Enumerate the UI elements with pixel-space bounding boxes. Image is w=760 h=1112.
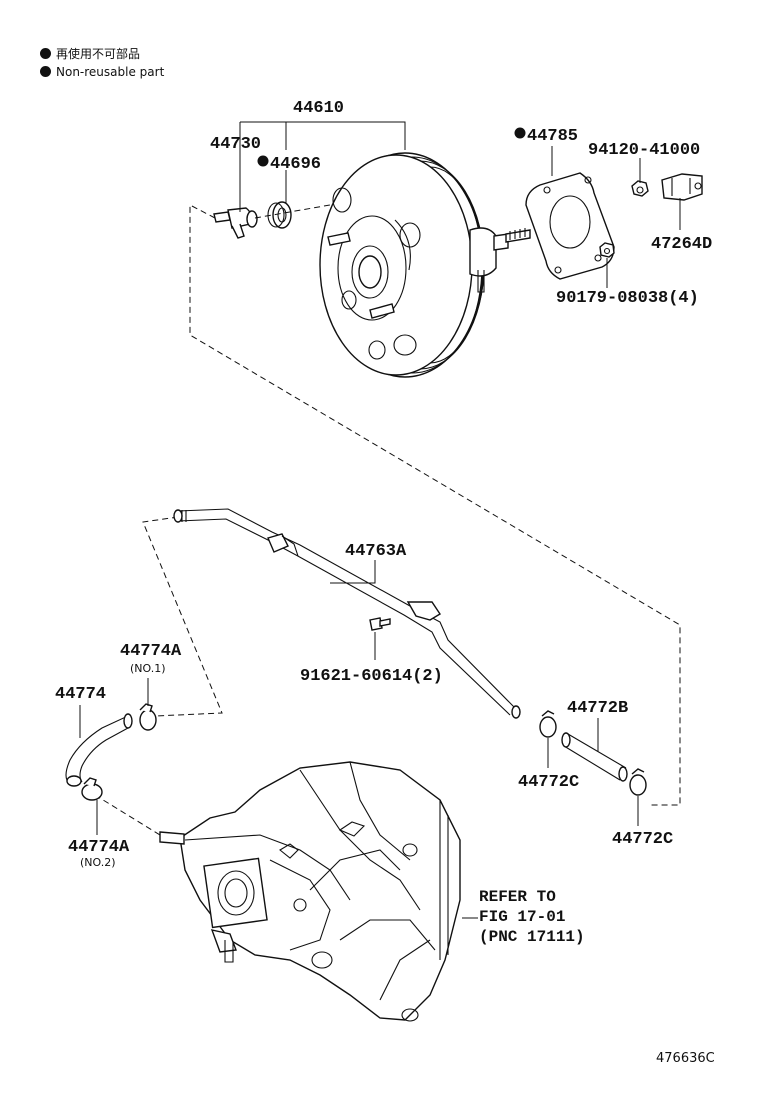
vacuum-pipe-44763A — [173, 508, 521, 719]
non-reusable-dot-icon — [40, 66, 51, 77]
clevis-47264D — [661, 173, 703, 201]
diagram-code: 476636C — [656, 1051, 715, 1066]
dashed-connection-manifold — [94, 794, 161, 836]
clip-44774A-no2 — [81, 777, 103, 801]
gasket-44785 — [525, 172, 615, 280]
dashed-connection-valve — [254, 204, 331, 219]
label-44774A-no1-sub: (NO.1) — [130, 662, 166, 675]
non-reusable-dot-icon — [40, 48, 51, 59]
label-44772C-1: 44772C — [518, 773, 579, 792]
clip-44772C-1 — [539, 710, 557, 738]
legend-english: Non-reusable part — [40, 65, 164, 79]
reference-line-2: FIG 17-01 — [479, 908, 565, 926]
legend-japanese-text: 再使用不可部品 — [56, 47, 141, 61]
non-reusable-dot-icon — [257, 155, 269, 167]
nut-94120 — [631, 180, 649, 197]
dashed-connection-booster — [189, 204, 681, 806]
nut-90179 — [599, 242, 615, 258]
label-44763A: 44763A — [345, 542, 407, 561]
hose-44774 — [65, 713, 133, 787]
bolt-91621 — [369, 617, 391, 631]
intake-manifold — [159, 761, 461, 1022]
label-44772C-2: 44772C — [612, 830, 673, 849]
label-44730: 44730 — [210, 135, 261, 154]
legend-english-text: Non-reusable part — [56, 65, 165, 79]
label-44772B: 44772B — [567, 699, 628, 718]
clip-44774A-no1 — [139, 703, 157, 731]
label-44774A-no1: 44774A — [120, 642, 182, 661]
label-90179-08038: 90179-08038(4) — [556, 289, 699, 308]
label-47264D: 47264D — [651, 235, 712, 254]
reference-line-1: REFER TO — [479, 888, 556, 906]
check-valve-44730 — [213, 207, 258, 239]
label-44610: 44610 — [293, 99, 344, 118]
non-reusable-dot-icon — [514, 127, 526, 139]
dashed-connection-pipe — [142, 516, 223, 717]
label-44696: 44696 — [270, 155, 321, 174]
leader-44763A — [330, 560, 376, 584]
brake-booster-assembly — [319, 152, 531, 378]
clip-44772C-2 — [629, 768, 647, 796]
hose-44772B — [561, 732, 628, 782]
label-94120-41000: 94120-41000 — [588, 141, 700, 160]
reference-line-3: (PNC 17111) — [479, 928, 585, 946]
label-44774A-no2-sub: (NO.2) — [80, 856, 116, 869]
label-91621-60614: 91621-60614(2) — [300, 667, 443, 686]
label-44774A-no2: 44774A — [68, 838, 130, 857]
leader-44610 — [239, 121, 406, 150]
label-44785: 44785 — [527, 127, 578, 146]
legend-japanese: 再使用不可部品 — [40, 45, 140, 62]
label-44774: 44774 — [55, 685, 106, 704]
grommet-44696 — [267, 201, 292, 229]
